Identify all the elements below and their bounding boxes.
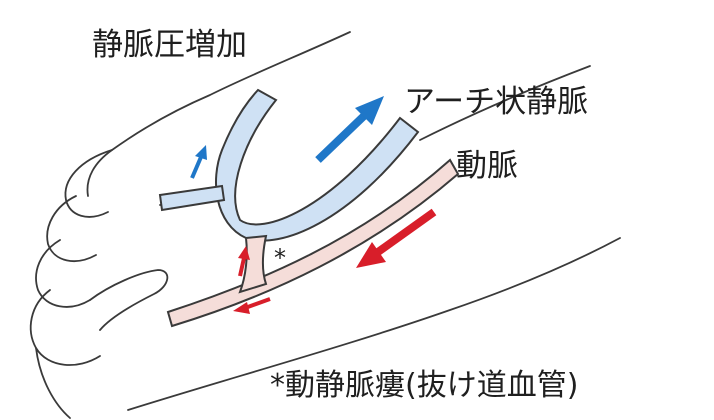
finger-outline-1 [64,149,113,218]
vein-branch-fill [158,184,226,212]
artery-label: 動脈 [456,148,518,184]
arch-vein-label: アーチ状静脈 [404,84,588,120]
arch-vein [158,88,420,242]
blue-arrow-icon [190,145,207,179]
red-arrow-icon [238,246,250,277]
artery-flow-arrows [233,208,437,314]
red-arrow-icon [356,208,437,268]
wrist-lower-contour [127,237,621,411]
wrist-upper-contour [419,65,591,141]
finger-outline-2 [46,195,97,262]
vein-flow-arrows [190,96,384,179]
red-arrow-icon [233,297,271,314]
finger-outline-3 [35,239,91,308]
artery-fill [166,158,460,328]
shunt-marker: * [274,244,286,272]
footnote-label: *動静脈瘻(抜け道血管) [270,368,578,403]
blue-arrow-icon [315,96,384,163]
hand-contour-upper [86,31,351,197]
artery [166,158,460,328]
palm-lower-contour [35,347,71,419]
thumb-outline [89,269,169,331]
arch-vein-fill [215,88,420,242]
venous-pressure-label: 静脈圧増加 [92,27,247,63]
hand-outline [29,31,621,419]
